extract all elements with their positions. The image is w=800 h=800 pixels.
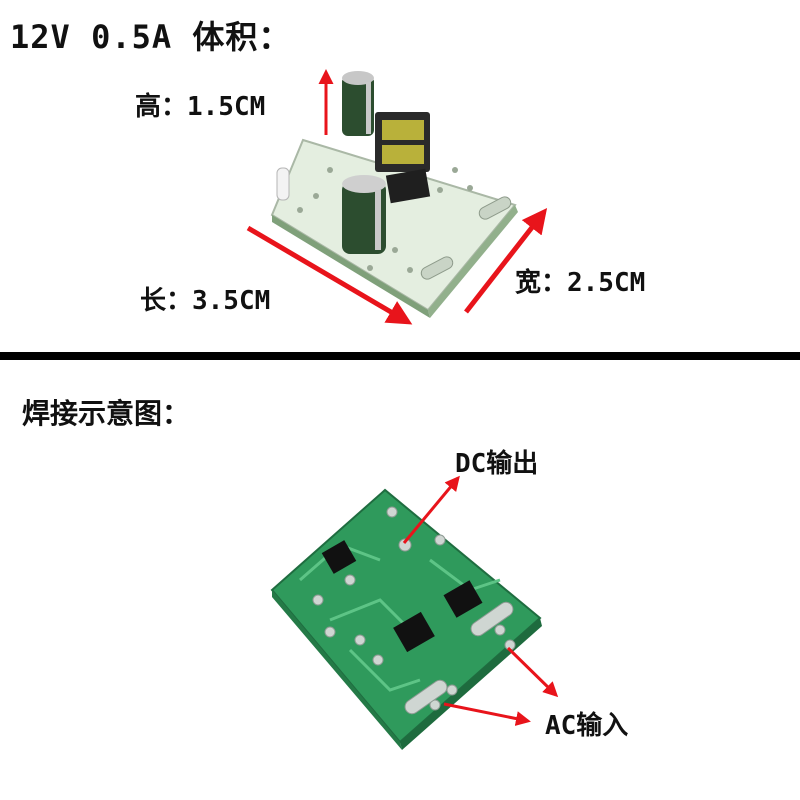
ac-input-label: AC输入 — [545, 711, 629, 741]
power-module-photo — [270, 71, 518, 318]
pcb-bottom-photo — [270, 488, 542, 750]
ac-input-arrow-lower — [443, 702, 531, 726]
width-arrow — [464, 208, 548, 314]
dc-output-arrow — [402, 475, 460, 544]
spec-title: 12V 0.5A 体积： — [10, 18, 292, 56]
section-divider — [0, 352, 800, 360]
dc-output-label: DC输出 — [455, 449, 539, 479]
ac-input-arrow-upper — [506, 646, 559, 698]
length-arrow — [246, 225, 413, 325]
height-label: 高：1.5CM — [135, 92, 266, 122]
soldering-diagram-title: 焊接示意图： — [22, 397, 191, 430]
width-label: 宽：2.5CM — [515, 268, 646, 298]
length-label: 长：3.5CM — [140, 286, 271, 316]
